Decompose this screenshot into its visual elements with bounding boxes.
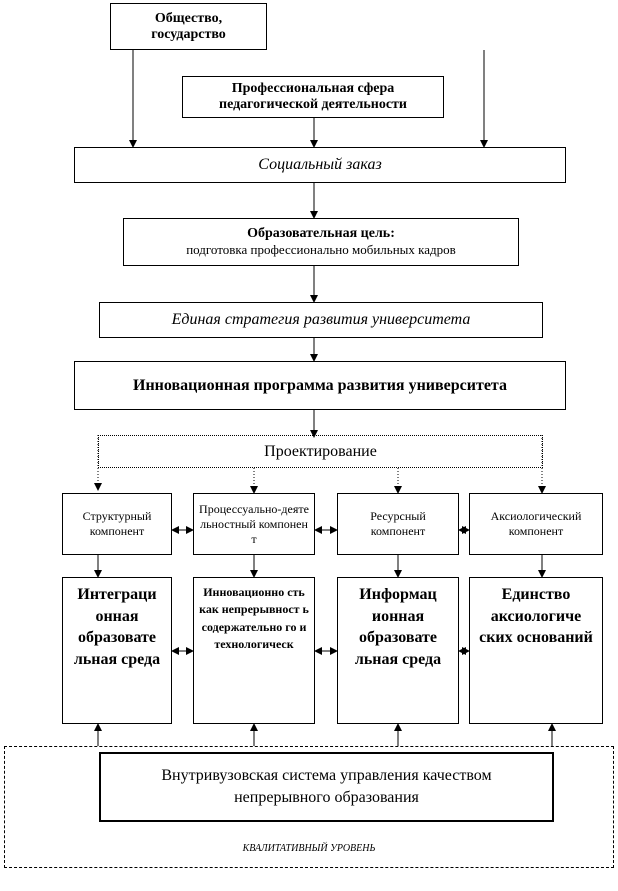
component-axiological: Аксиологический компонент [469, 493, 603, 555]
edu-goal-title: Образовательная цель: [247, 226, 395, 241]
result-info-env: Информац ионная образовате льная среда [337, 577, 459, 724]
qualitative-level-frame [4, 746, 614, 868]
prof-sphere-label: Профессиональная сфера педагогической де… [219, 81, 407, 112]
design-box [98, 435, 543, 468]
strategy-label: Единая стратегия развития университета [171, 311, 471, 328]
edu-goal-text: подготовка профессионально мобильных кад… [186, 242, 456, 257]
result-label: Единство аксиологиче ских оснований [479, 586, 593, 647]
social-order-box: Социальный заказ [74, 147, 566, 183]
edu-goal-box: Образовательная цель: подготовка професс… [123, 218, 519, 266]
result-innovation: Инновационно сть как непрерывност ь соде… [193, 577, 315, 724]
strategy-box: Единая стратегия развития университета [99, 302, 543, 338]
result-axiological-unity: Единство аксиологиче ских оснований [469, 577, 603, 724]
innov-program-label: Инновационная программа развития универс… [133, 376, 507, 394]
component-label: Процессуально-деятельностный компонент [199, 501, 309, 546]
innov-program-box: Инновационная программа развития универс… [74, 361, 566, 410]
component-label: Ресурсный компонент [370, 509, 426, 538]
result-label: Информац ионная образовате льная среда [354, 586, 442, 668]
quality-system-label: Внутривузовская система управления качес… [161, 767, 492, 806]
society-label: Общество, государство [151, 10, 226, 42]
prof-sphere-box: Профессиональная сфера педагогической де… [182, 76, 444, 118]
result-integration-env: Интеграци онная образовате льная среда [62, 577, 172, 724]
social-order-label: Социальный заказ [258, 156, 382, 173]
design-label: Проектирование [264, 442, 377, 460]
level-label: КВАЛИТАТИВНЫЙ УРОВЕНЬ [242, 843, 376, 854]
component-label: Структурный компонент [82, 509, 152, 538]
result-label: Интеграци онная образовате льная среда [73, 586, 161, 668]
component-label: Аксиологический компонент [490, 509, 582, 538]
result-label: Инновационно сть как непрерывност ь соде… [199, 585, 309, 652]
component-structural: Структурный компонент [62, 493, 172, 555]
component-resource: Ресурсный компонент [337, 493, 459, 555]
quality-system-box: Внутривузовская система управления качес… [99, 752, 554, 822]
component-procedural: Процессуально-деятельностный компонент [193, 493, 315, 555]
society-box: Общество, государство [110, 3, 267, 50]
design-label-wrap: Проектирование [98, 435, 543, 468]
